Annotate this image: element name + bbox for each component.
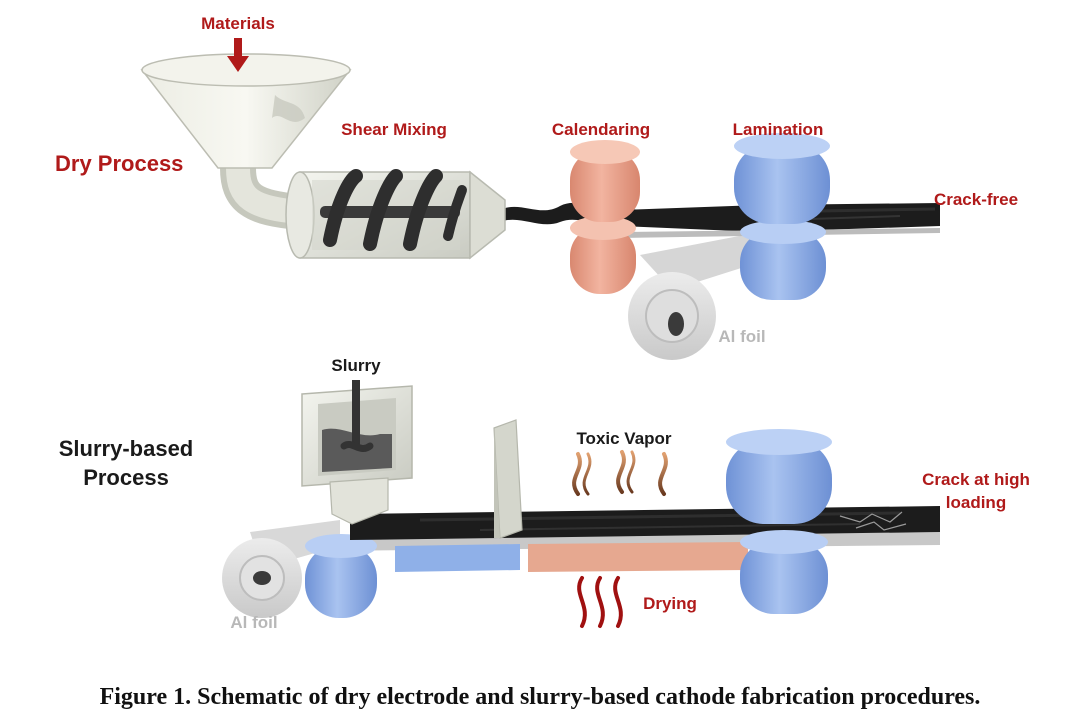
- toxic-vapor-icon: [572, 450, 668, 496]
- slurry-process-illustration: [222, 380, 940, 628]
- shear-mixer: [285, 169, 506, 260]
- dry-electrode-film: [500, 202, 940, 238]
- dry-process-title: Dry Process: [55, 151, 183, 176]
- calendaring-rollers: [570, 140, 640, 294]
- dry-process-illustration: [140, 53, 940, 360]
- slurry-process-title-line2: Process: [83, 465, 169, 490]
- materials-arrow: [227, 38, 249, 72]
- slurry-dispenser: [301, 380, 413, 525]
- slurry-process-title-line1: Slurry-based: [59, 436, 194, 461]
- doctor-blade: [493, 419, 523, 539]
- slurry-al-foil-label: Al foil: [230, 613, 277, 632]
- dry-al-foil-roll: [628, 232, 760, 360]
- blue-plate: [395, 544, 520, 572]
- crack-free-label: Crack-free: [934, 190, 1018, 209]
- lamination-rollers: [734, 133, 830, 300]
- dry-al-foil-label: Al foil: [718, 327, 765, 346]
- lamination-label: Lamination: [733, 120, 824, 139]
- drying-heat-icon: [577, 576, 623, 628]
- calendaring-label: Calendaring: [552, 120, 650, 139]
- slurry-al-foil-roll: [222, 520, 340, 618]
- drying-plate: [528, 542, 748, 572]
- slurry-label: Slurry: [331, 356, 381, 375]
- materials-label: Materials: [201, 14, 275, 33]
- slurry-front-rollers: [305, 534, 377, 618]
- figure-caption: Figure 1. Schematic of dry electrode and…: [99, 684, 981, 710]
- crack-label-line2: loading: [946, 493, 1006, 512]
- crack-label-line1: Crack at high: [922, 470, 1030, 489]
- drying-label: Drying: [643, 594, 697, 613]
- slurry-back-rollers: [726, 429, 832, 614]
- shear-mixing-label: Shear Mixing: [341, 120, 447, 139]
- materials-hopper: [140, 53, 352, 230]
- toxic-vapor-label: Toxic Vapor: [576, 429, 671, 448]
